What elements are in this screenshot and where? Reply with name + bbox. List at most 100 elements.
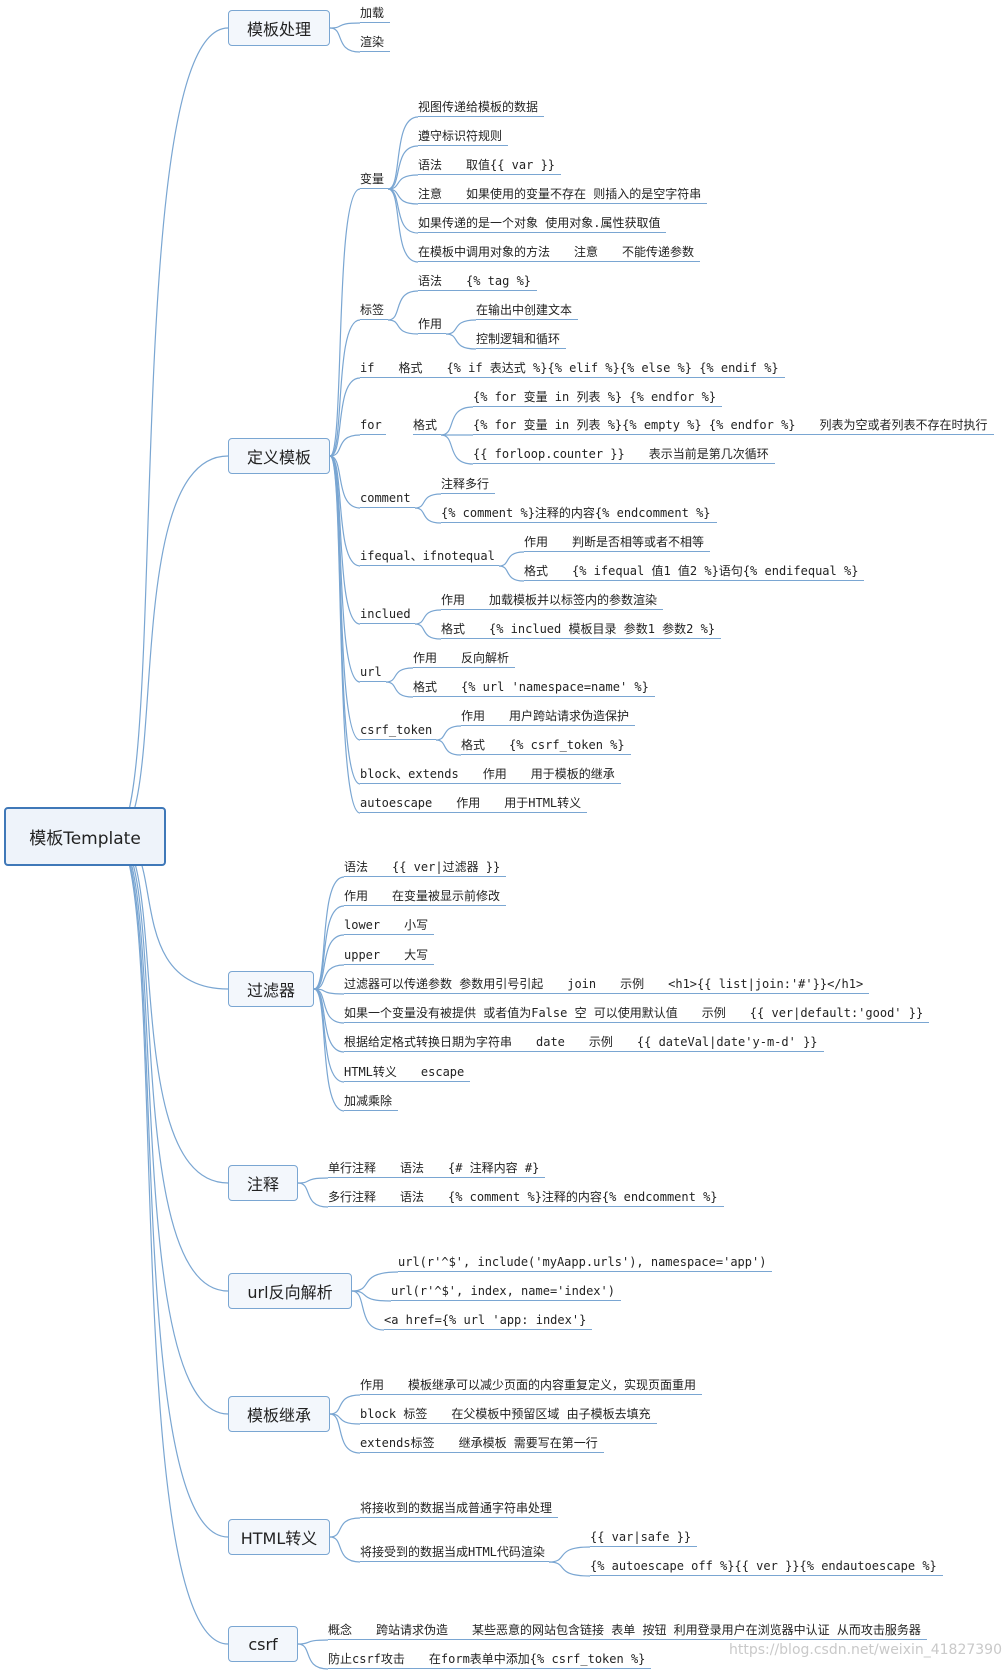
connector-leaf-var-6	[387, 188, 419, 263]
branch-template-processing[interactable]: 模板处理	[228, 10, 330, 46]
leaf-inherit-2[interactable]: block 标签 在父模板中预留区域 由子模板去填充	[360, 1406, 657, 1424]
leaf-comment-1[interactable]: 注释多行	[441, 476, 496, 494]
leaf-html-3[interactable]: {% autoescape off %}{{ ver }}{% endautoe…	[590, 1558, 943, 1576]
leaf-url-reverse-2[interactable]: url(r'^$', index, name='index')	[391, 1283, 621, 1301]
leaf-url-1[interactable]: 作用 反向解析	[413, 650, 516, 668]
sub-tag-purpose[interactable]: 作用	[418, 316, 447, 334]
leaf-tag-3[interactable]: 控制逻辑和循环	[476, 331, 567, 349]
leaf-csrf-2[interactable]: 防止csrf攻击 在form表单中添加{% csrf_token %}	[328, 1651, 652, 1669]
branch-template-inheritance[interactable]: 模板继承	[228, 1396, 330, 1432]
leaf-filter-9[interactable]: 加减乘除	[344, 1093, 399, 1111]
leaf-comment-2[interactable]: {% comment %}注释的内容{% endcomment %}	[441, 505, 717, 523]
leaf-render[interactable]: 渲染	[360, 34, 391, 52]
leaf-csrf-token-1[interactable]: 作用 用户跨站请求伪造保护	[461, 708, 636, 726]
leaf-url-reverse-3[interactable]: <a href={% url 'app: index'}	[384, 1312, 593, 1330]
root-node[interactable]: 模板Template	[4, 807, 166, 866]
leaf-filter-7[interactable]: 根据给定格式转换日期为字符串 date 示例 {{ dateVal|date'y…	[344, 1034, 824, 1052]
connector-leaf-inclued-2	[414, 623, 442, 640]
leaf-html-1[interactable]: 将接收到的数据当成普通字符串处理	[360, 1500, 559, 1518]
leaf-load[interactable]: 加载	[360, 5, 391, 23]
connector-leaf-tag-1	[387, 290, 419, 321]
connector-leaf-render	[329, 27, 361, 53]
leaf-filter-5[interactable]: 过滤器可以传递参数 参数用引号引起 join 示例 <h1>{{ list|jo…	[344, 976, 870, 994]
leaf-filter-6[interactable]: 如果一个变量没有被提供 或者值为False 空 可以使用默认值 示例 {{ ve…	[344, 1005, 930, 1023]
leaf-filter-3[interactable]: lower 小写	[344, 917, 435, 935]
connector-leaf-csrf-1	[297, 1639, 329, 1645]
leaf-html-2[interactable]: {{ var|safe }}	[590, 1529, 698, 1547]
connector-root-branch-html-escape	[113, 835, 229, 1538]
leaf-for-1[interactable]: {% for 变量 in 列表 %} {% endfor %}	[473, 389, 723, 407]
leaf-var-6[interactable]: 在模板中调用对象的方法 注意 不能传递参数	[418, 244, 701, 262]
leaf-tag-2[interactable]: 在输出中创建文本	[476, 302, 579, 320]
connector-leaf-comment-single	[297, 1177, 329, 1184]
connector-leaf-filter-2	[313, 905, 345, 990]
connector-leaf-inclued-1	[414, 609, 442, 625]
connector-leaf-url-1	[385, 667, 414, 683]
branch-comments[interactable]: 注释	[228, 1165, 298, 1201]
leaf-comment-single[interactable]: 单行注释 语法 {# 注释内容 #}	[328, 1160, 546, 1178]
leaf-filter-1[interactable]: 语法 {{ ver|过滤器 }}	[344, 859, 507, 877]
connector-leaf-if	[329, 377, 361, 457]
connector-leaf-filter-4	[313, 964, 345, 990]
branch-url-reverse[interactable]: url反向解析	[228, 1273, 352, 1309]
sub-html-render[interactable]: 将接受到的数据当成HTML代码渲染	[360, 1544, 549, 1562]
leaf-for-2[interactable]: {% for 变量 in 列表 %}{% empty %} {% endfor …	[473, 417, 994, 435]
connector-leaf-csrf-token-1	[435, 725, 462, 741]
connector-leaf-for-3	[440, 434, 474, 465]
connector-leaf-filter-7	[313, 988, 345, 1053]
connector-leaf-comment-multi	[297, 1182, 329, 1208]
leaf-if[interactable]: if 格式 {% if 表达式 %}{% elif %}{% else %} {…	[360, 360, 785, 378]
leaf-var-3[interactable]: 语法 取值{{ var }}	[418, 157, 562, 175]
connector-leaf-url-2	[385, 681, 414, 698]
connector-leaf-comment-1	[414, 493, 442, 509]
sub-csrf-token[interactable]: csrf_token	[360, 722, 437, 740]
leaf-var-4[interactable]: 注意 如果使用的变量不存在 则插入的是空字符串	[418, 186, 708, 204]
leaf-var-5[interactable]: 如果传递的是一个对象 使用对象.属性获取值	[418, 215, 667, 233]
sub-url[interactable]: url	[360, 664, 386, 682]
leaf-for-3[interactable]: {{ forloop.counter }} 表示当前是第几次循环	[473, 446, 775, 464]
leaf-url-2[interactable]: 格式 {% url 'namespace=name' %}	[413, 679, 655, 697]
sub-comment[interactable]: comment	[360, 490, 415, 508]
connector-leaf-var-2	[387, 145, 419, 190]
leaf-filter-8[interactable]: HTML转义 escape	[344, 1064, 471, 1082]
branch-define-template[interactable]: 定义模板	[228, 438, 330, 474]
leaf-tag-1[interactable]: 语法 {% tag %}	[418, 273, 538, 291]
leaf-var-2[interactable]: 遵守标识符规则	[418, 128, 509, 146]
leaf-inclued-1[interactable]: 作用 加载模板并以标签内的参数渲染	[441, 592, 664, 610]
connector-sub-comment	[329, 455, 361, 509]
connector-leaf-comment-2	[414, 507, 442, 524]
sub-tag[interactable]: 标签	[360, 302, 389, 320]
leaf-url-reverse-1[interactable]: url(r'^$', include('myAapp.urls'), names…	[398, 1254, 773, 1272]
leaf-inclued-2[interactable]: 格式 {% inclued 模板目录 参数1 参数2 %}	[441, 621, 722, 639]
sub-for-format[interactable]: 格式	[413, 417, 442, 435]
connector-leaf-ifequal-1	[498, 551, 525, 567]
sub-inclued[interactable]: inclued	[360, 606, 415, 624]
leaf-filter-4[interactable]: upper 大写	[344, 947, 435, 965]
sub-for[interactable]: for	[360, 417, 386, 435]
sub-ifequal[interactable]: ifequal、ifnotequal	[360, 548, 499, 566]
leaf-inherit-3[interactable]: extends标签 继承模板 需要写在第一行	[360, 1435, 604, 1453]
connector-leaf-csrf-2	[297, 1643, 329, 1670]
leaf-comment-multi[interactable]: 多行注释 语法 {% comment %}注释的内容{% endcomment …	[328, 1189, 724, 1207]
leaf-ifequal-2[interactable]: 格式 {% ifequal 值1 值2 %}语句{% endifequal %}	[524, 563, 865, 581]
leaf-ifequal-1[interactable]: 作用 判断是否相等或者不相等	[524, 534, 711, 552]
leaf-filter-2[interactable]: 作用 在变量被显示前修改	[344, 888, 507, 906]
connector-leaf-load	[329, 22, 361, 29]
connector-sub-html-render	[329, 1536, 361, 1563]
sub-variable[interactable]: 变量	[360, 171, 389, 189]
leaf-csrf-1[interactable]: 概念 跨站请求伪造 某些恶意的网站包含链接 表单 按钮 利用登录用户在浏览器中认…	[328, 1622, 927, 1640]
branch-filters[interactable]: 过滤器	[228, 971, 314, 1007]
leaf-inherit-1[interactable]: 作用 模板继承可以减少页面的内容重复定义，实现页面重用	[360, 1377, 703, 1395]
branch-html-escape[interactable]: HTML转义	[228, 1519, 330, 1555]
connector-leaf-html-3	[548, 1561, 591, 1577]
leaf-autoescape[interactable]: autoescape 作用 用于HTML转义	[360, 795, 588, 813]
connector-root-branch-comments	[113, 835, 229, 1184]
leaf-var-1[interactable]: 视图传递给模板的数据	[418, 99, 545, 117]
connector-leaf-tag-3	[445, 333, 477, 350]
branch-csrf[interactable]: csrf	[228, 1626, 298, 1662]
leaf-csrf-token-2[interactable]: 格式 {% csrf_token %}	[461, 737, 631, 755]
leaf-block-extends[interactable]: block、extends 作用 用于模板的继承	[360, 766, 621, 784]
connector-sub-variable	[329, 188, 361, 457]
